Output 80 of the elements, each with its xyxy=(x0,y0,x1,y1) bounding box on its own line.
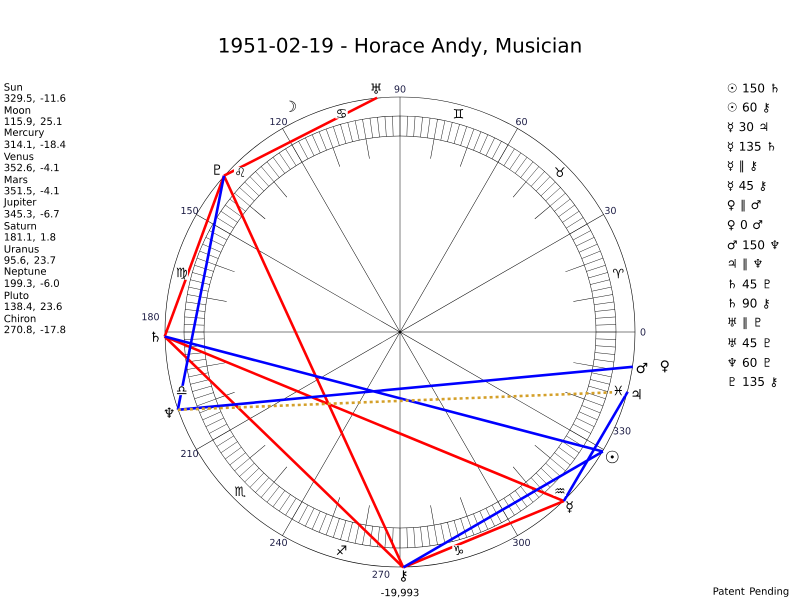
planet-name: Saturn xyxy=(4,222,36,230)
planet-name: Venus xyxy=(4,152,34,160)
coordinates-text: 181.1, 1.8 xyxy=(4,233,56,242)
planet-name: Mars xyxy=(4,176,28,184)
coordinates-text: 329.5, -11.6 xyxy=(4,94,66,103)
aspect-line xyxy=(176,175,226,410)
aspect-line xyxy=(223,96,378,177)
planet-symbol: ♄ xyxy=(152,332,159,342)
planet-name: Pluto xyxy=(4,291,28,300)
planet-name: Uranus xyxy=(4,245,39,253)
planet-symbol: ♀ xyxy=(660,360,669,372)
planet-symbol: ⚷ xyxy=(401,570,407,582)
degree-label: 120 xyxy=(270,118,287,126)
planet-symbol: ♇ xyxy=(214,164,220,175)
degree-label: 30 xyxy=(605,206,616,214)
aspect-entry: ☉ 150 ♄ xyxy=(728,83,778,93)
aspect-entry: ♄ 90 ⚷ xyxy=(729,298,769,309)
aspect-line xyxy=(164,335,604,453)
aspect-entry: ♄ 45 ♇ xyxy=(729,280,770,288)
planet-name: Neptune xyxy=(4,267,46,277)
aspect-entry: ♆ 60 ♇ xyxy=(728,358,770,367)
degree-label: 240 xyxy=(270,538,287,546)
planet-name: Sun xyxy=(4,83,22,91)
planet-symbol: ☉ xyxy=(606,450,618,464)
coordinates-text: 95.6, 23.7 xyxy=(4,256,56,265)
score-text: -19,993 xyxy=(381,588,418,598)
aspect-entry: ♂ 150 ♆ xyxy=(728,240,779,250)
aspect-line xyxy=(402,500,564,569)
zodiac-symbol: ♐ xyxy=(335,545,348,556)
aspect-entry: ♇ 135 ⚷ xyxy=(730,376,777,388)
planet-name: Jupiter xyxy=(3,198,36,208)
footer-text: Patent Pending xyxy=(714,587,788,597)
coordinates-text: 270.8, -17.8 xyxy=(4,326,66,334)
chart-title: 1951-02-19 - Horace Andy, Musician xyxy=(220,37,581,57)
degree-label: 330 xyxy=(614,427,630,434)
degree-label: 300 xyxy=(513,538,530,546)
zodiac-symbol: ♈ xyxy=(612,268,625,279)
planet-symbol: ☽ xyxy=(289,100,296,112)
aspect-line xyxy=(178,366,633,412)
aspect-entry: ♀ 0 ♂ xyxy=(728,220,762,230)
coordinates-text: 138.4, 23.6 xyxy=(4,302,62,312)
aspect-entry: ☿ ∥ ⚷ xyxy=(728,160,756,172)
planet-name: Mercury xyxy=(4,128,44,138)
degree-label: 270 xyxy=(372,570,390,578)
planet-symbol: ♅ xyxy=(372,84,381,94)
aspect-line xyxy=(402,450,604,569)
degree-label: 180 xyxy=(142,313,159,320)
aspect-entry: ♅ 45 ♇ xyxy=(728,338,770,348)
aspect-line xyxy=(163,175,226,337)
coordinates-text: 352.6, -4.1 xyxy=(4,164,59,172)
aspect-entry: ☉ 60 ⚷ xyxy=(728,102,769,113)
aspect-line xyxy=(164,336,404,568)
zodiac-symbol: ♉ xyxy=(554,167,566,178)
planet-name: Chiron xyxy=(4,314,36,322)
aspect-entry: ☿ 135 ♄ xyxy=(728,142,774,152)
planet-name: Moon xyxy=(4,106,30,114)
planet-symbol: ☿ xyxy=(566,501,573,513)
aspect-entry: ☿ 45 ⚷ xyxy=(728,181,766,192)
degree-label: 60 xyxy=(516,118,527,126)
degree-label: 0 xyxy=(640,328,646,336)
degree-label: 150 xyxy=(182,206,198,214)
aspect-line xyxy=(562,391,629,502)
aspect-entry: ♃ ∥ ♆ xyxy=(728,258,762,270)
aspect-entry: ♅ ∥ ♇ xyxy=(728,317,760,330)
aspect-entry: ☿ 30 ♃ xyxy=(728,122,768,132)
planet-symbol: ♃ xyxy=(632,389,640,400)
aspect-line xyxy=(164,335,564,502)
coordinates-text: 314.1, -18.4 xyxy=(4,140,66,150)
aspect-entry: ♀ ∥ ♂ xyxy=(728,200,761,212)
zodiac-symbol: ♊ xyxy=(452,108,465,119)
planet-symbol: ♆ xyxy=(164,408,174,418)
coordinates-text: 351.5, -4.1 xyxy=(4,186,59,196)
degree-label: 90 xyxy=(394,85,406,93)
coordinates-text: 115.9, 25.1 xyxy=(4,117,62,126)
degree-label: 210 xyxy=(181,450,198,458)
coordinates-text: 345.3, -6.7 xyxy=(4,210,59,219)
aspect-line xyxy=(222,175,404,568)
zodiac-symbol: ♏ xyxy=(234,486,246,498)
coordinates-text: 199.3, -6.0 xyxy=(4,279,59,288)
planet-symbol: ♂ xyxy=(636,362,648,374)
